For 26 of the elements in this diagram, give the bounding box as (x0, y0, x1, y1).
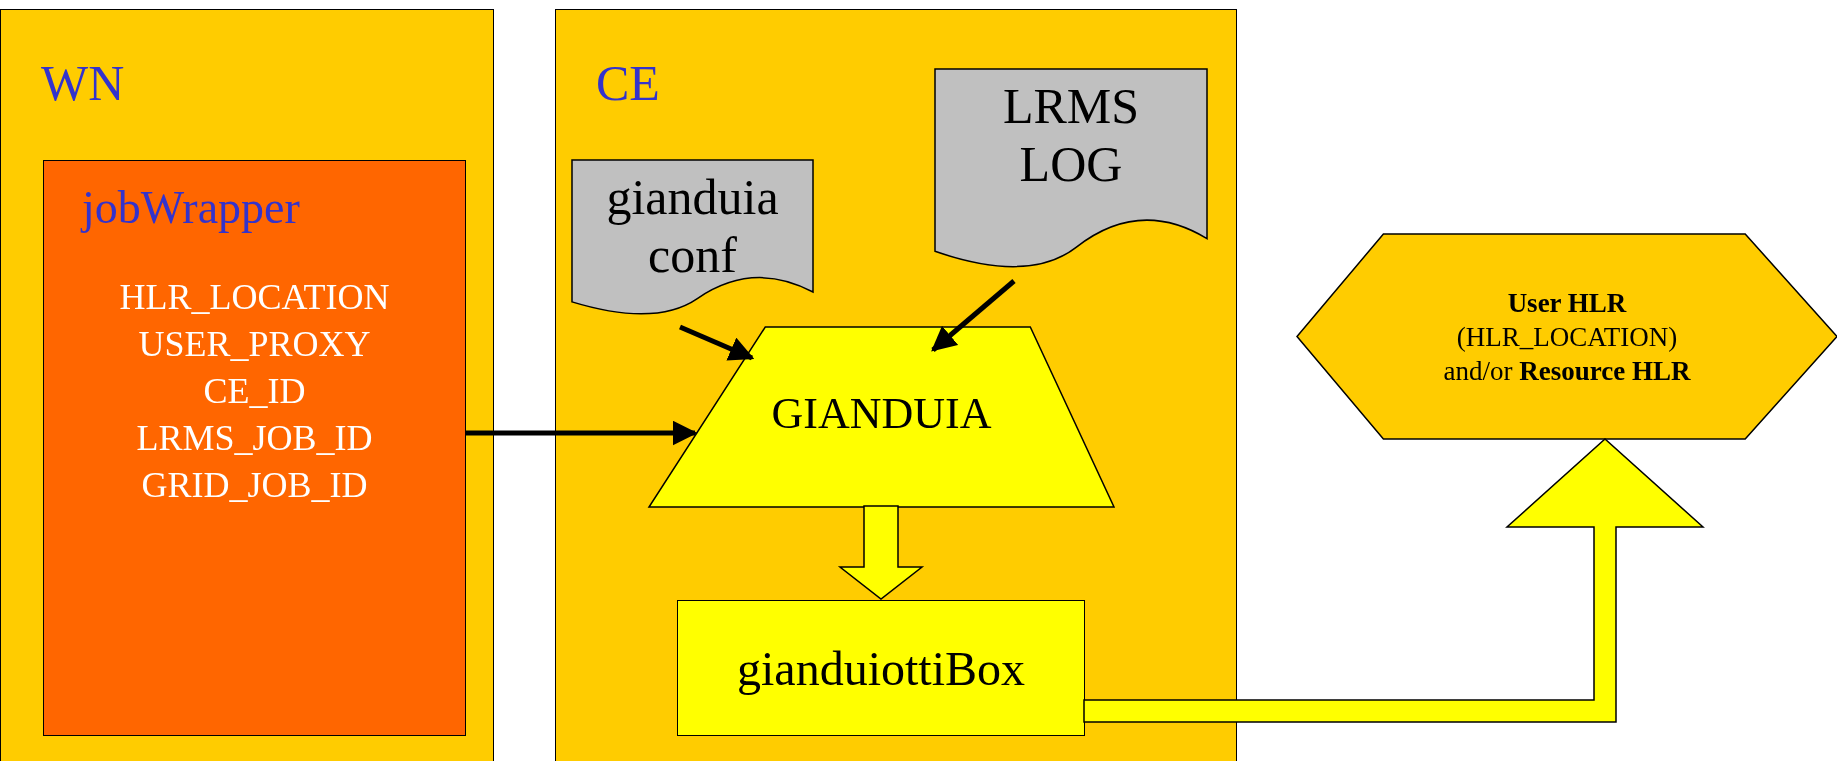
trapezoid-shape (649, 327, 1114, 507)
variable-name: CE_ID (202, 370, 307, 413)
variable-name: USER_PROXY (137, 323, 372, 366)
arrow (679, 324, 755, 361)
arrow (465, 420, 698, 446)
process-box (43, 160, 466, 736)
panel-title: WN (41, 54, 125, 112)
process-box (677, 600, 1085, 736)
node-label: gianduiottiBox (737, 640, 1025, 696)
arrow (931, 279, 1016, 352)
node-label: User HLR (1507, 286, 1627, 320)
block-arrow (837, 505, 925, 600)
node-label: LRMS LOG (1001, 77, 1141, 193)
box-title: jobWrapper (79, 181, 301, 234)
variable-name: HLR_LOCATION (118, 276, 391, 319)
panel (0, 9, 494, 761)
node-label: GIANDUIA (771, 387, 992, 439)
variable-name: LRMS_JOB_ID (135, 417, 374, 460)
node-label: gianduia conf (605, 168, 780, 284)
node-label: (HLR_LOCATION) (1456, 320, 1678, 354)
panel-title: CE (596, 54, 660, 112)
node-label: and/or Resource HLR (1443, 354, 1691, 388)
block-arrow (1083, 438, 1705, 723)
variable-name: GRID_JOB_ID (140, 464, 369, 507)
hexagon-shape (1297, 234, 1837, 439)
panel (555, 9, 1237, 761)
